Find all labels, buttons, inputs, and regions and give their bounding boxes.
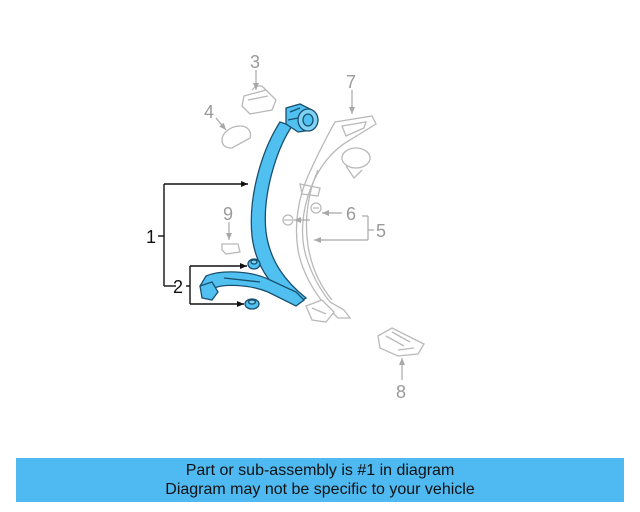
part-7-trim-panel	[295, 115, 377, 319]
part-5-bolt	[282, 214, 294, 226]
callout-1-leader	[158, 181, 248, 287]
banner-line-1: Part or sub-assembly is #1 in diagram	[185, 462, 455, 479]
part-9-clip	[221, 243, 241, 255]
parts-diagram: 1 2 3 4 5 6 7 8 9	[146, 52, 425, 402]
part-4-cap	[221, 125, 252, 149]
callout-2-leader	[186, 263, 247, 307]
part-3-anchor-cover	[241, 85, 277, 115]
lower-anchor-plate	[305, 299, 335, 323]
callout-1: 1	[146, 227, 156, 247]
callout-4: 4	[204, 102, 214, 122]
part-1-seat-belt-assembly	[199, 103, 319, 310]
part-6-bolt	[310, 202, 322, 214]
callout-9: 9	[223, 204, 233, 224]
info-banner: Part or sub-assembly is #1 in diagram Di…	[16, 458, 624, 502]
callout-7: 7	[346, 72, 356, 92]
callout-6: 6	[346, 204, 356, 224]
callout-5: 5	[376, 221, 386, 241]
callout-5-leader	[294, 215, 374, 243]
part-8-floor-cover	[377, 327, 425, 357]
callout-8: 8	[396, 382, 406, 402]
banner-line-2: Diagram may not be specific to your vehi…	[165, 481, 475, 498]
callout-3: 3	[250, 52, 260, 72]
callout-2: 2	[173, 277, 183, 297]
callout-4-leader	[215, 117, 227, 131]
